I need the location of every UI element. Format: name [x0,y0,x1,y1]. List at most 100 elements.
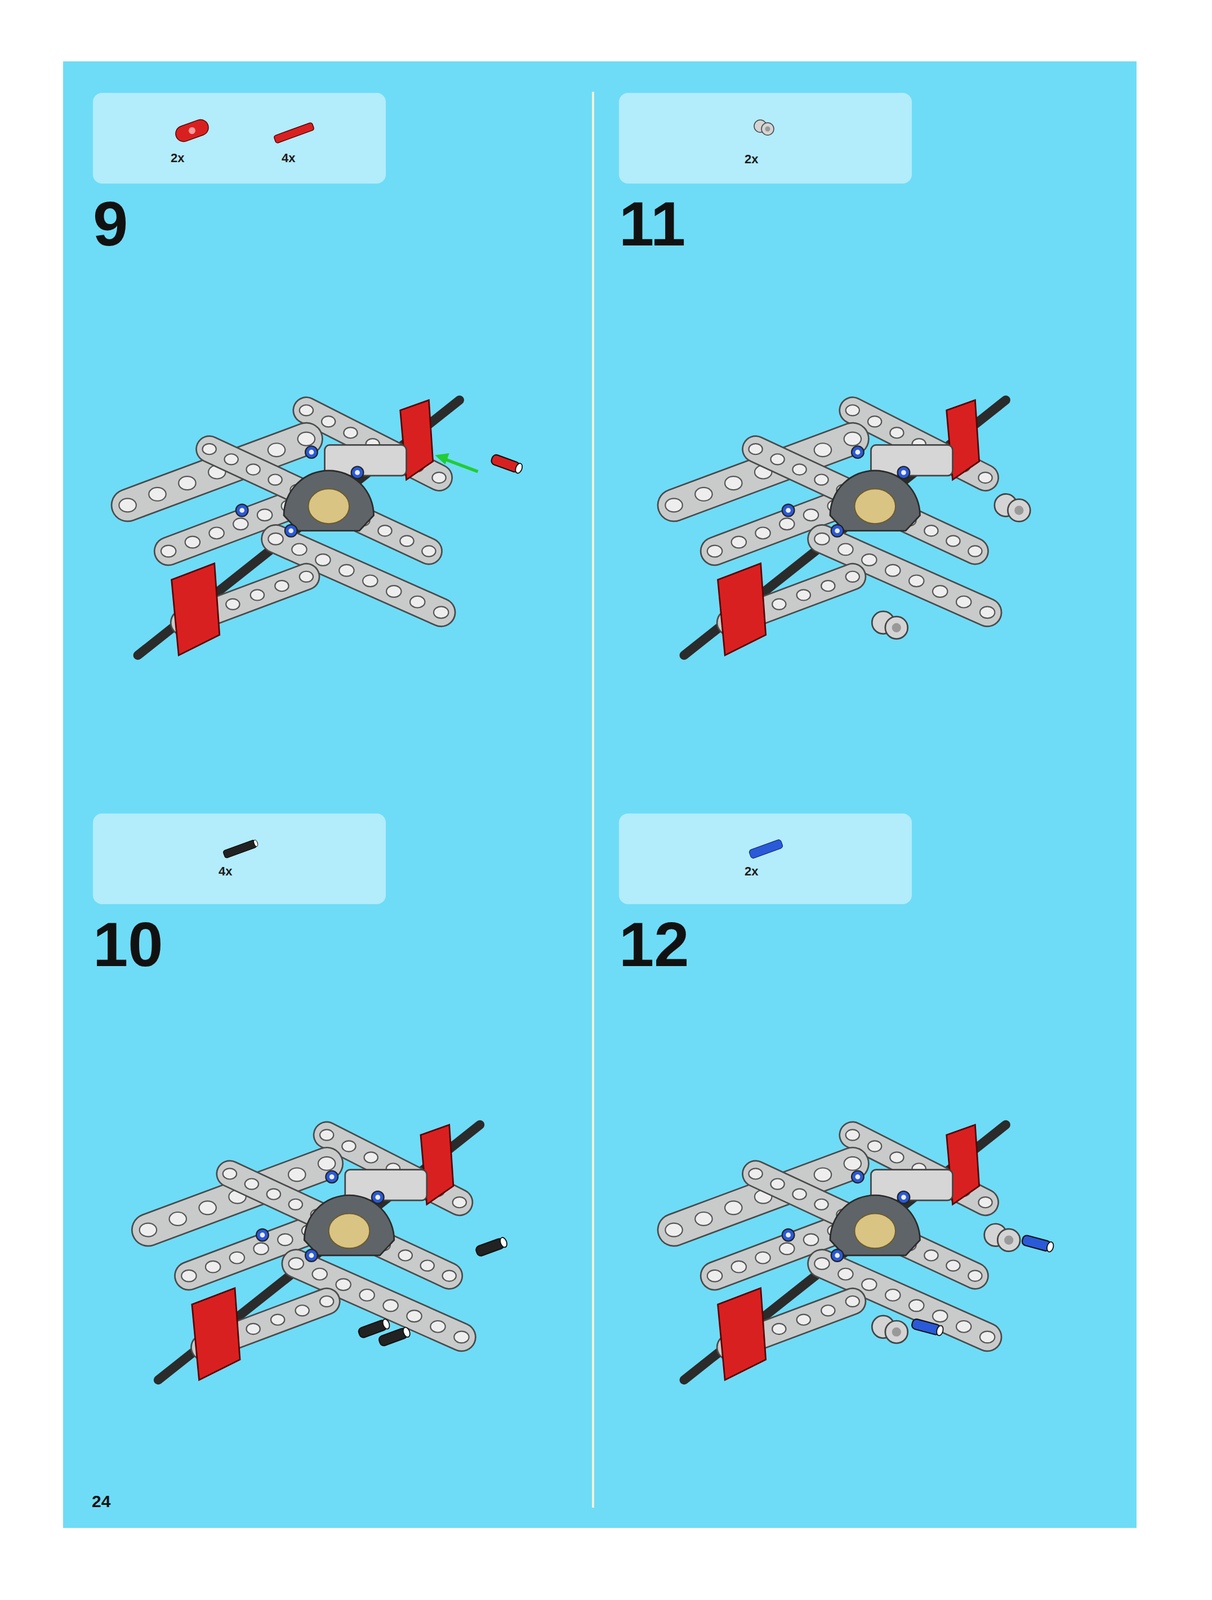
pin-hole [855,449,861,456]
beam-hole [341,1141,356,1152]
beam-hole [814,1258,830,1271]
beam-hole [398,1250,413,1261]
pin-hole [309,449,315,456]
beam-hole [867,416,882,427]
beam-hole [978,1197,992,1209]
beam-hole [382,1300,398,1313]
assembly [665,400,1031,656]
pin-end [514,462,524,475]
parts-box: 2x [618,92,912,184]
beam-hole [205,1261,221,1274]
beam-hole [814,1199,828,1211]
beam [275,538,442,613]
beam-hole [779,1243,795,1256]
beam-hole [946,535,960,547]
axle [158,1125,480,1381]
beam-hole [364,1152,378,1164]
beam-hole [724,476,742,490]
hole [187,126,196,135]
pin-hole [785,1232,791,1238]
beam-hole [924,525,938,537]
gear-housing [304,1195,395,1256]
beam-hole [268,443,285,457]
beam-hole [821,1305,835,1317]
beam-outline [821,538,988,613]
beam-hole [932,1310,948,1323]
page-panel [63,61,1137,1529]
beam-hole [202,443,216,455]
beam-hole [821,580,835,592]
pin-end [498,1236,509,1249]
beam-hole [796,1315,811,1326]
beam-hole [244,1178,259,1190]
pin [782,504,795,518]
beam-hole [731,536,747,549]
move-arrow [444,459,478,472]
pin-end [402,1326,412,1339]
beam-hole [410,596,425,609]
beam-hole [442,1271,457,1282]
beam-hole [731,1261,747,1274]
beam-hole [225,599,240,610]
beam-hole [246,464,260,475]
beam-hole [319,1129,334,1141]
beam-hole [274,580,289,592]
beam-hole [979,1331,995,1344]
pin-end [935,1325,944,1337]
beam-hole [844,1157,862,1171]
step-number: 11 [618,192,686,256]
beam-hole [968,545,982,557]
beam-hole [838,1268,853,1281]
beam-hole [665,1223,683,1238]
pin-hole [834,528,840,534]
beam-hole [861,1279,877,1291]
connector-hole [765,126,771,132]
beam-hole [148,487,166,502]
pin-hole [329,1174,335,1180]
part-quantity: 4x [281,152,296,165]
beam-hole [181,1270,196,1283]
red-frame [192,1288,240,1381]
beam-hole [861,554,877,567]
beam-hole [889,1152,904,1164]
pin [851,1170,864,1184]
pin-part [377,1326,412,1348]
beam-hole [844,432,862,447]
beam-hole [867,1141,882,1152]
beam-hole [178,476,196,490]
beam-hole [885,1289,900,1302]
pin-part [1021,1235,1055,1254]
gear-housing [830,1195,921,1256]
connector [885,1321,908,1344]
beam-hole [814,533,830,546]
beam-hole [318,1157,336,1171]
beam-hole [198,1201,216,1215]
beam-hole [748,1168,763,1180]
parts-box: 2x4x [92,92,386,184]
beam-hole [770,453,784,465]
beam-hole [946,1260,960,1272]
parts-icon [92,92,386,184]
pin [351,466,364,480]
red-connector [173,117,211,145]
pin [897,466,911,480]
beam-hole [707,1270,723,1283]
beam-hole [838,544,853,556]
pin-end [1045,1241,1055,1254]
beam-hole [452,1197,467,1209]
part-quantity: 2x [744,865,759,879]
assembly [139,1125,509,1381]
beam-hole [299,404,314,416]
beam-hole [755,1252,770,1265]
part-icon [273,122,315,144]
pin [305,1249,318,1263]
beam-outline [275,538,442,613]
connector-hole [892,623,902,633]
beam-hole [845,571,860,583]
beam-hole [845,1129,860,1141]
beam-hole [968,1271,982,1282]
beam-hole [889,427,904,439]
part-icon [748,839,784,860]
beam-hole [377,525,392,537]
